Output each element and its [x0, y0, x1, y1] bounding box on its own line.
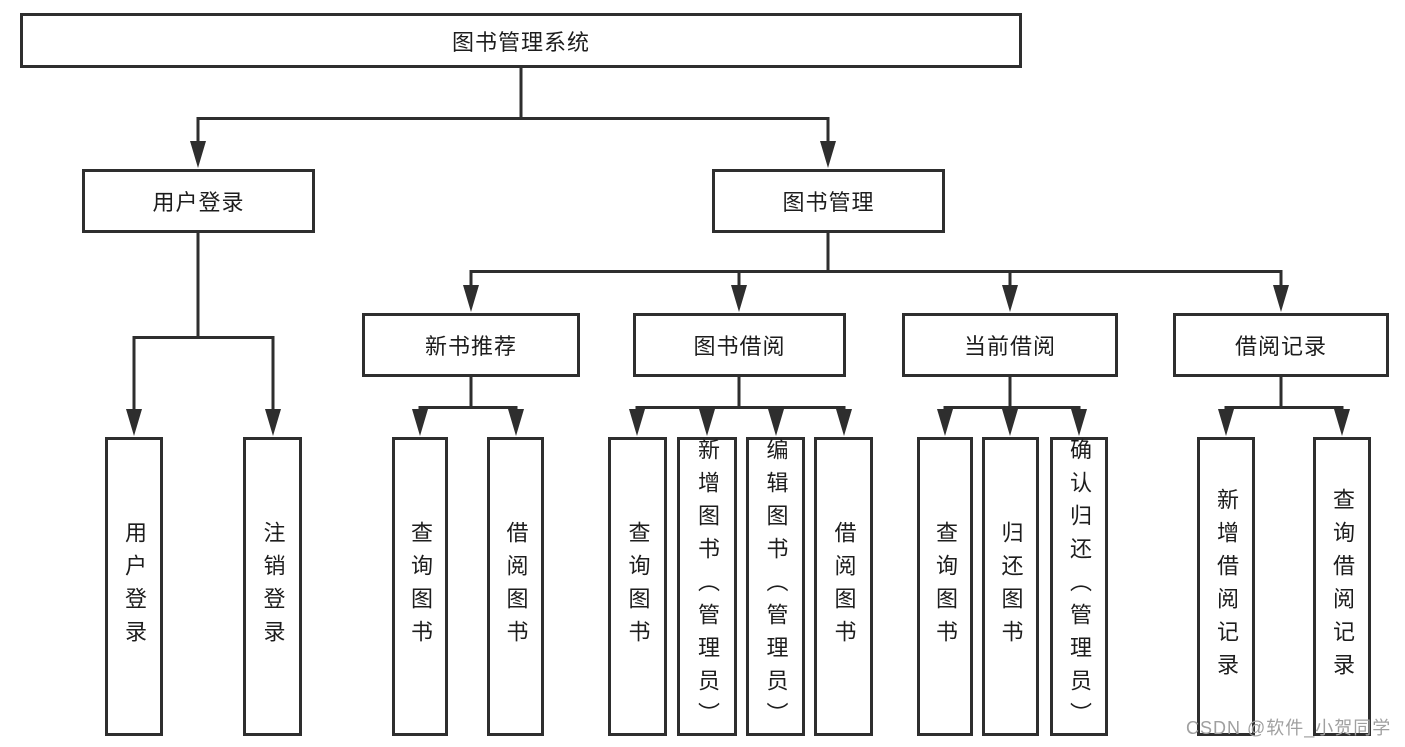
node-book-management: 图书管理 [712, 169, 945, 233]
node-leaf-confirm-return-admin: 确认归还（管理员） [1050, 437, 1108, 736]
node-leaf-add-book-admin-label: 新增图书（管理员） [695, 438, 720, 735]
node-current-borrow: 当前借阅 [902, 313, 1118, 377]
node-leaf-user-login-label: 用户登录 [122, 520, 147, 653]
node-leaf-add-book-admin: 新增图书（管理员） [677, 437, 737, 736]
node-leaf-add-borrow-record-label: 新增借阅记录 [1214, 487, 1239, 686]
node-borrow-records-label: 借阅记录 [1234, 334, 1327, 359]
node-leaf-edit-book-admin: 编辑图书（管理员） [746, 437, 805, 736]
node-leaf-edit-book-admin-label: 编辑图书（管理员） [763, 438, 789, 735]
node-user-login-label: 用户登录 [152, 190, 245, 215]
node-leaf-query-book-recommend: 查询图书 [392, 437, 448, 736]
node-root: 图书管理系统 [20, 13, 1022, 68]
node-leaf-query-borrow-record: 查询借阅记录 [1313, 437, 1371, 736]
node-user-login: 用户登录 [82, 169, 315, 233]
node-leaf-borrow-book-borrow-label: 借阅图书 [831, 520, 857, 653]
node-leaf-return-book: 归还图书 [982, 437, 1039, 736]
node-root-label: 图书管理系统 [451, 29, 590, 55]
node-leaf-query-book-borrow-label: 查询图书 [625, 520, 651, 653]
node-borrow-records: 借阅记录 [1173, 313, 1389, 377]
node-leaf-query-book-current-label: 查询图书 [933, 520, 958, 653]
node-leaf-user-login: 用户登录 [105, 437, 163, 736]
node-leaf-logout-label: 注销登录 [260, 520, 286, 653]
node-leaf-query-book-borrow: 查询图书 [608, 437, 667, 736]
node-new-book-recommend: 新书推荐 [362, 313, 580, 377]
csdn-watermark: CSDN @软件_小贺同学 [1186, 718, 1392, 738]
node-book-borrow: 图书借阅 [633, 313, 846, 377]
node-leaf-query-borrow-record-label: 查询借阅记录 [1330, 487, 1355, 686]
node-current-borrow-label: 当前借阅 [963, 334, 1056, 359]
node-leaf-logout: 注销登录 [243, 437, 302, 736]
node-leaf-query-book-current: 查询图书 [917, 437, 973, 736]
node-book-borrow-label: 图书借阅 [693, 334, 786, 359]
node-book-management-label: 图书管理 [782, 190, 875, 215]
node-leaf-query-book-recommend-label: 查询图书 [408, 520, 433, 653]
node-leaf-confirm-return-admin-label: 确认归还（管理员） [1067, 438, 1092, 735]
node-leaf-return-book-label: 归还图书 [998, 520, 1024, 653]
node-leaf-borrow-book-borrow: 借阅图书 [814, 437, 873, 736]
node-leaf-borrow-book-recommend-label: 借阅图书 [503, 520, 529, 653]
node-leaf-borrow-book-recommend: 借阅图书 [487, 437, 544, 736]
node-leaf-add-borrow-record: 新增借阅记录 [1197, 437, 1255, 736]
node-new-book-recommend-label: 新书推荐 [424, 334, 517, 359]
